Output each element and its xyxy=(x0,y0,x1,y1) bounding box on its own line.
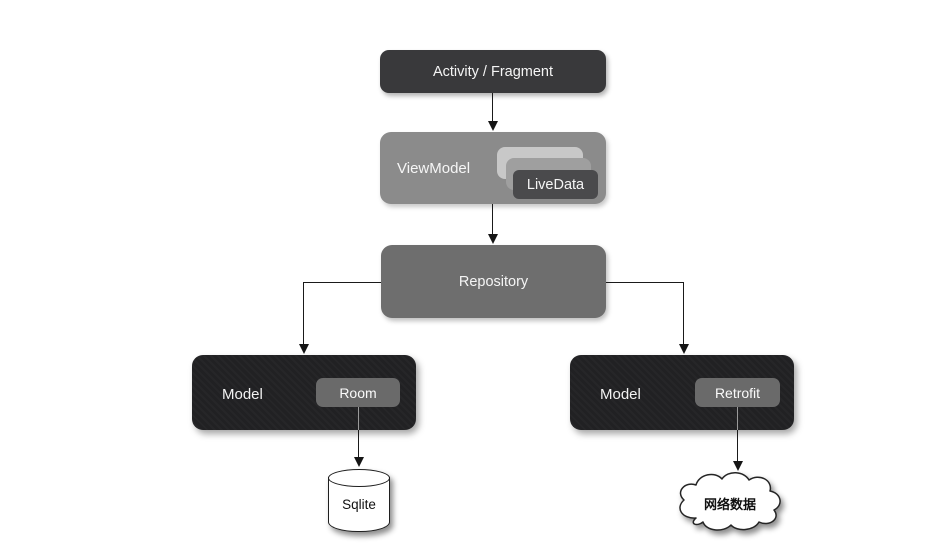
activity-fragment-label: Activity / Fragment xyxy=(432,63,554,80)
connector-repository-model-left-h xyxy=(303,282,381,283)
arrowhead-room-sqlite-icon xyxy=(354,457,364,467)
repository-node: Repository xyxy=(381,245,606,318)
database-cylinder-icon xyxy=(328,477,390,532)
connector-repository-model-right-h xyxy=(606,282,683,283)
connector-retrofit-network-lower xyxy=(737,430,738,462)
arrowhead-retrofit-network-icon xyxy=(733,461,743,471)
arrowhead-activity-viewmodel-icon xyxy=(488,121,498,131)
connector-room-sqlite-lower xyxy=(358,430,359,458)
connector-activity-viewmodel xyxy=(492,93,493,122)
activity-fragment-node: Activity / Fragment xyxy=(380,50,606,93)
model-retrofit-label: Model xyxy=(600,386,641,403)
retrofit-badge: Retrofit xyxy=(695,378,780,407)
arrowhead-repository-model-right-icon xyxy=(679,344,689,354)
sqlite-database-node: Sqlite xyxy=(328,469,390,539)
repository-label: Repository xyxy=(458,273,529,290)
connector-repository-model-left-v xyxy=(303,282,304,345)
arrowhead-viewmodel-repository-icon xyxy=(488,234,498,244)
model-room-label: Model xyxy=(222,386,263,403)
model-room-node xyxy=(192,355,416,430)
connector-room-sqlite-upper xyxy=(358,407,359,430)
viewmodel-label: ViewModel xyxy=(397,160,471,177)
livedata-node: LiveData xyxy=(513,170,598,199)
network-data-node: 网络数据 xyxy=(672,468,788,536)
connector-viewmodel-repository xyxy=(492,204,493,235)
connector-retrofit-network-upper xyxy=(737,407,738,430)
arrowhead-repository-model-left-icon xyxy=(299,344,309,354)
database-cylinder-top-icon xyxy=(328,469,390,487)
room-badge: Room xyxy=(316,378,400,407)
sqlite-label: Sqlite xyxy=(342,497,376,512)
cloud-icon xyxy=(679,472,781,531)
network-data-label: 网络数据 xyxy=(703,497,756,512)
connector-repository-model-right-v xyxy=(683,282,684,345)
